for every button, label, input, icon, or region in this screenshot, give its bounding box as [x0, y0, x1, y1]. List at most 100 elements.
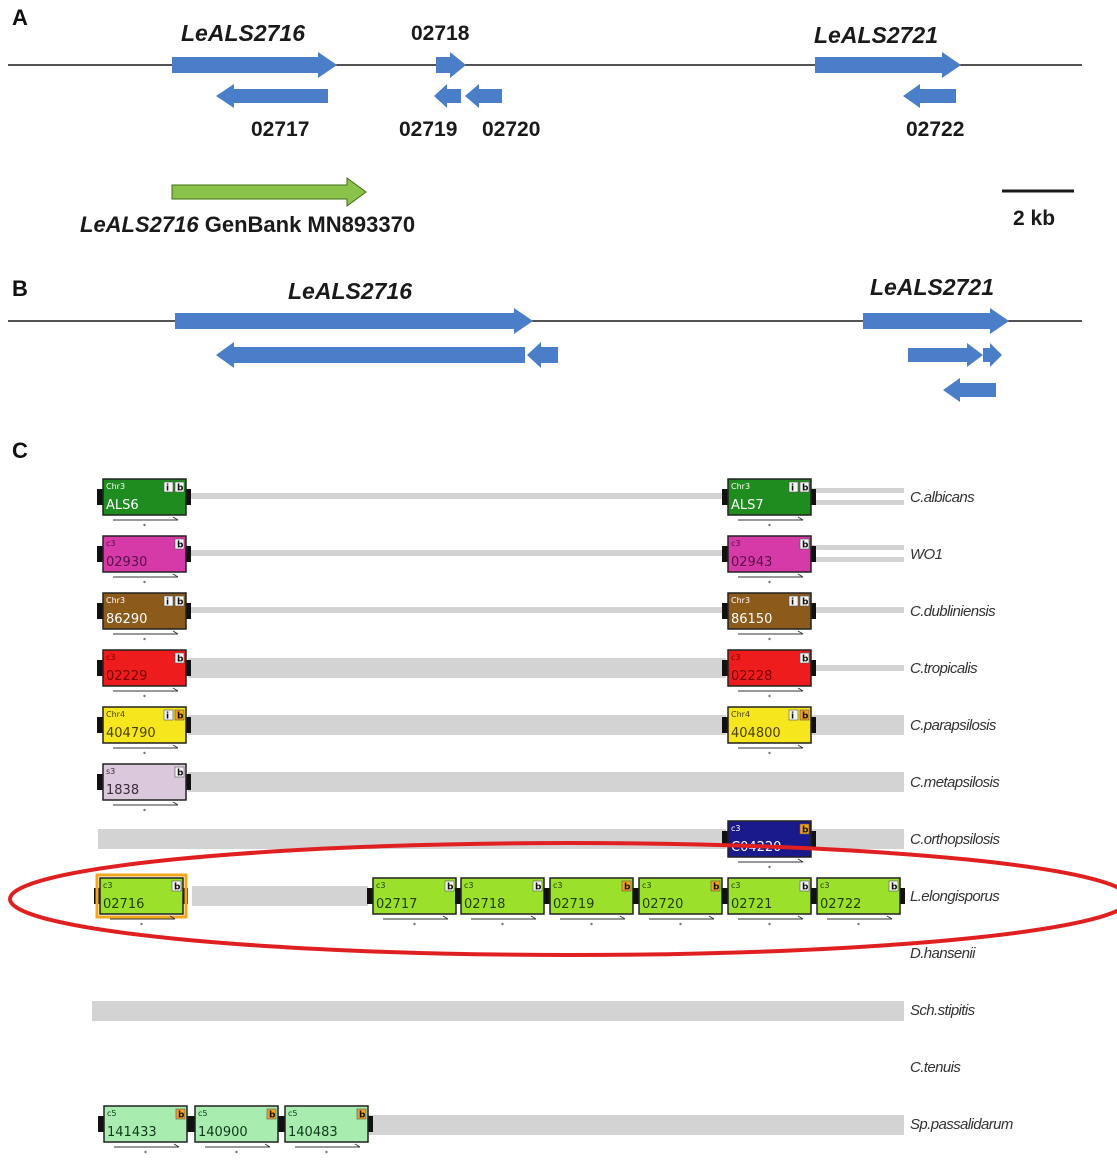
- gene-box-strand-dot: [140, 922, 143, 926]
- gene-box-badge-letter: i: [791, 484, 794, 494]
- gene-box-strand-arrowhead: [172, 573, 179, 578]
- gene-box-left-cap: [722, 717, 728, 733]
- gene-box-badge-letter: b: [177, 484, 184, 494]
- gene-box-id: 140900: [198, 1125, 248, 1140]
- species-label-orthopsilosis: C.orthopsilosis: [910, 831, 1000, 848]
- gene-box-strand-arrowhead: [169, 915, 176, 920]
- gene-box-badge-letter: b: [535, 883, 542, 893]
- panel-b-gene-label-2721: LeALS2721: [870, 274, 994, 300]
- synteny-bar-wo1-right-top: [812, 545, 904, 550]
- gene-box-chromosome: s3: [106, 767, 115, 776]
- gene-box-badge-letter: b: [802, 655, 809, 665]
- panel-a-gene-label-02717: 02717: [251, 118, 309, 141]
- gene-box-badge-letter: b: [802, 826, 809, 836]
- gene-box-strand-dot: [857, 922, 860, 926]
- gene-box-strand-arrowhead: [797, 687, 804, 692]
- gene-box-chromosome: c5: [288, 1109, 298, 1118]
- gene-box-right-cap: [186, 546, 191, 562]
- gene-box-body: [103, 1105, 188, 1143]
- synteny-bar-elongisporus: [192, 886, 368, 906]
- gene-box-badge: [266, 1108, 277, 1120]
- species-labels: C.albicans WO1 C.dubliniensis C.tropical…: [910, 489, 1013, 1133]
- panel-a-genbank-arrow: [171, 177, 367, 207]
- gene-box-id: 02229: [106, 669, 147, 684]
- gene-box-badge: [174, 595, 185, 607]
- gene-box-left-cap: [722, 888, 728, 904]
- synteny-bar-orthopsilosis-right: [812, 829, 904, 849]
- gene-box-badge: [532, 880, 543, 892]
- gene-box-strand-arrowhead: [797, 858, 804, 863]
- synteny-bar-albicans-right-top: [812, 488, 904, 493]
- panel-b-gene-arrow-2716: [175, 308, 533, 334]
- gene-box-badge-letter: b: [269, 1111, 276, 1121]
- gene-box-chromosome: Chr4: [731, 710, 750, 719]
- panel-a-gene-arrow-02718: [436, 52, 466, 78]
- gene-box-chromosome: c3: [731, 539, 741, 548]
- gene-box-badge-letter: b: [802, 598, 809, 608]
- gene-box-id: 86150: [731, 612, 772, 627]
- synteny-bar-tropicalis-right: [812, 665, 904, 671]
- gene-box-badge-letter: b: [177, 712, 184, 722]
- gene-box-strand-dot: [235, 1150, 238, 1154]
- gene-box-chromosome: c3: [731, 653, 741, 662]
- synteny-bar-albicans: [188, 493, 726, 499]
- gene-box-right-cap: [186, 660, 191, 676]
- gene-box-left-cap: [97, 717, 103, 733]
- gene-box-strand-dot: [143, 523, 146, 527]
- gene-box-left-cap: [189, 1116, 195, 1132]
- gene-box-id: 1838: [106, 783, 139, 798]
- gene-box-strand-arrowhead: [172, 801, 179, 806]
- gene-box-badge-letter: b: [178, 1111, 185, 1121]
- panel-b-letter: B: [12, 276, 28, 301]
- gene-box-strand-arrowhead: [172, 744, 179, 749]
- gene-box-badge: [799, 481, 810, 493]
- panel-b: B LeALS2716 LeALS2721: [8, 274, 1082, 402]
- gene-box-id: 02721: [731, 897, 772, 912]
- gene-box-left-cap: [98, 1116, 104, 1132]
- gene-box-badge-letter: i: [791, 598, 794, 608]
- gene-box-left-cap: [544, 888, 550, 904]
- gene-box-strand-dot: [413, 922, 416, 926]
- panel-a-letter: A: [12, 5, 28, 30]
- gene-box-body: [102, 649, 187, 687]
- gene-box-id: 404790: [106, 726, 156, 741]
- panel-a-genbank-accession: GenBank MN893370: [199, 212, 415, 237]
- gene-box-body: [727, 820, 812, 858]
- gene-box-chromosome: c3: [464, 881, 474, 890]
- gene-box-left-cap: [97, 660, 103, 676]
- panel-b-gene-label-2716: LeALS2716: [288, 278, 412, 304]
- gene-box-badge: [174, 652, 185, 664]
- gene-box-right-cap: [186, 603, 191, 619]
- gene-box-badge-letter: i: [166, 712, 169, 722]
- gene-box-badge: [174, 538, 185, 550]
- gene-box-badge: [788, 481, 799, 493]
- gene-box-left-cap: [97, 603, 103, 619]
- panel-a: A LeALS2716 02718 LeALS2721 02717 02719 …: [8, 5, 1082, 237]
- synteny-bar-passalidarum: [366, 1115, 904, 1135]
- synteny-bar-wo1: [188, 550, 726, 556]
- gene-box-chromosome: c3: [376, 881, 386, 890]
- gene-box-body: [727, 649, 812, 687]
- gene-box-badge: [444, 880, 455, 892]
- gene-box-right-cap: [186, 717, 191, 733]
- gene-box-strand-arrowhead: [530, 915, 537, 920]
- panel-a-gene-arrow-02720: [465, 84, 502, 108]
- gene-box-badge: [174, 709, 185, 721]
- gene-box-chromosome: c3: [103, 881, 113, 890]
- synteny-bar-parapsilosis-right: [812, 715, 904, 735]
- gene-box-strand-arrowhead: [797, 573, 804, 578]
- gene-box-badge-letter: b: [359, 1111, 366, 1121]
- gene-box-strand-arrowhead: [173, 1143, 180, 1148]
- gene-box-strand-arrowhead: [797, 915, 804, 920]
- gene-box-strand-arrowhead: [264, 1143, 271, 1148]
- gene-box-badge-letter: b: [802, 712, 809, 722]
- panel-a-genbank-label: LeALS2716 GenBank MN893370: [80, 212, 415, 237]
- gene-box-strand-dot: [768, 922, 771, 926]
- gene-box-badge-letter: b: [802, 484, 809, 494]
- gene-box-body: [284, 1105, 369, 1143]
